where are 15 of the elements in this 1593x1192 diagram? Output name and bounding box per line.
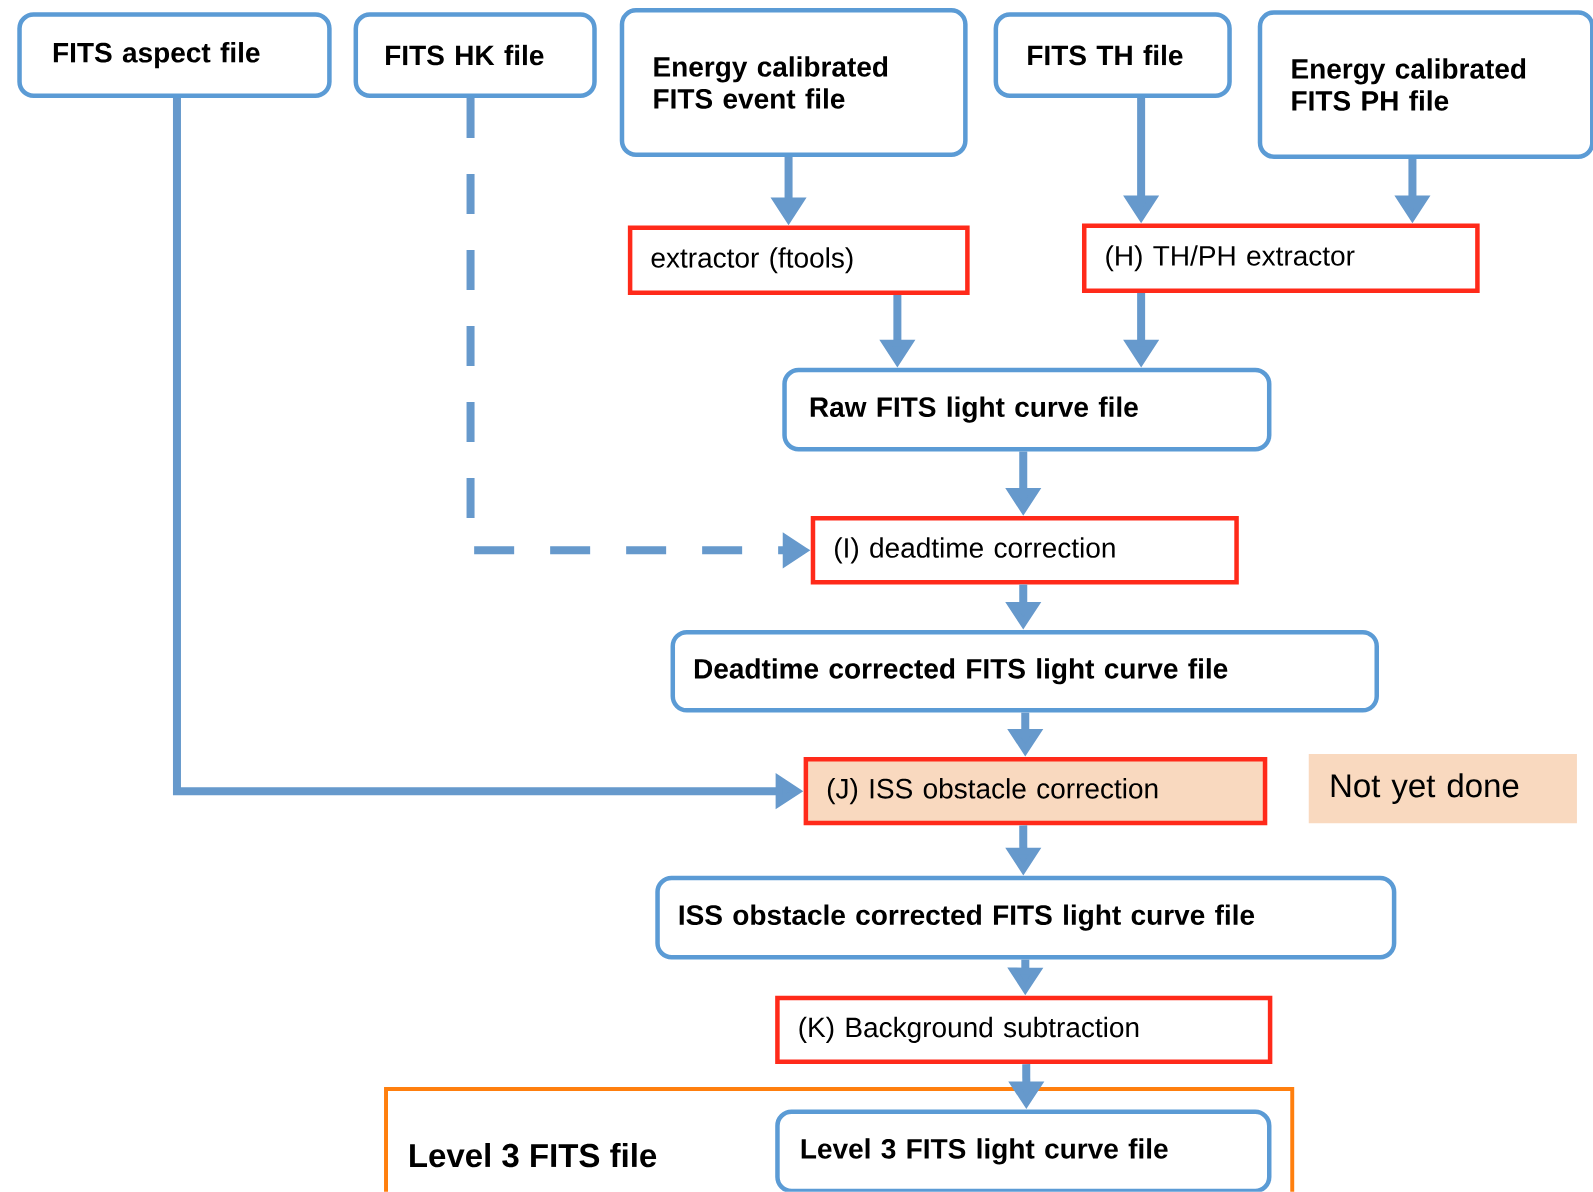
process-box: extractor (ftools) (627, 225, 970, 296)
file-box: Raw FITS light curve file (782, 367, 1272, 452)
file-box: FITS TH file (993, 12, 1232, 99)
file-box: Energy calibrated FITS event file (619, 8, 968, 158)
file-box: FITS HK file (353, 12, 597, 99)
note-box: Not yet done (1308, 754, 1577, 824)
process-box: (J) ISS obstacle correction (803, 757, 1268, 826)
file-box: FITS aspect file (17, 12, 332, 99)
process-box: (H) TH/PH extractor (1082, 223, 1480, 294)
process-box: (I) deadtime correction (810, 516, 1239, 585)
process-box: (K) Background subtraction (775, 995, 1273, 1065)
file-box: Level 3 FITS light curve file (775, 1109, 1272, 1192)
file-box: ISS obstacle corrected FITS light curve file (655, 875, 1397, 960)
file-box: Deadtime corrected FITS light curve file (670, 630, 1379, 713)
file-box: Energy calibrated FITS PH file (1257, 10, 1593, 160)
